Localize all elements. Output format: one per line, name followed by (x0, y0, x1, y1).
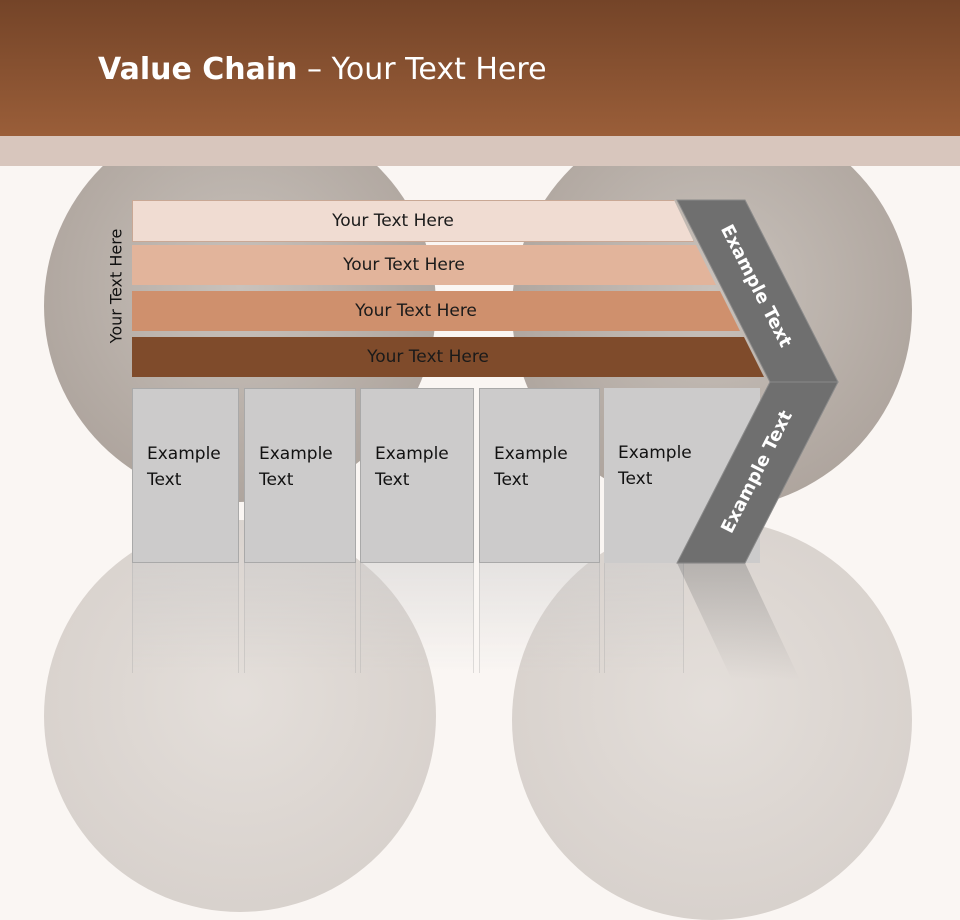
activity-box-1: Example Text (132, 388, 239, 563)
box-reflection-4 (479, 563, 600, 673)
row-3: Your Text Here (132, 291, 740, 331)
header-bar (0, 0, 960, 136)
box-4-line1: Example (494, 444, 568, 464)
box-reflection-3 (360, 563, 474, 673)
box-2-line1: Example (259, 444, 333, 464)
activity-box-3: Example Text (360, 388, 474, 563)
title-rest: – Your Text Here (297, 52, 547, 87)
row-4-label: Your Text Here (367, 347, 489, 367)
row-2-label: Your Text Here (343, 255, 465, 275)
box-3-line1: Example (375, 444, 449, 464)
header-band (0, 136, 960, 166)
box-2-line2: Text (259, 470, 294, 490)
box-reflection-1 (132, 563, 239, 673)
activity-box-5: Example Text (604, 388, 760, 563)
box-1-line2: Text (147, 470, 182, 490)
box-1-line1: Example (147, 444, 221, 464)
row-1: Your Text Here (132, 200, 694, 242)
box-5-line1: Example (618, 443, 692, 463)
row-3-label: Your Text Here (355, 301, 477, 321)
box-5-line2: Text (618, 469, 653, 489)
activity-box-2: Example Text (244, 388, 356, 563)
page-title: Value Chain – Your Text Here (98, 52, 547, 87)
box-3-line2: Text (375, 470, 410, 490)
row-1-label: Your Text Here (332, 211, 454, 231)
title-bold: Value Chain (98, 52, 298, 87)
box-reflection-2 (244, 563, 356, 673)
box-4-line2: Text (494, 470, 529, 490)
row-2: Your Text Here (132, 245, 716, 285)
box-reflection-5 (604, 563, 684, 673)
vertical-label: Your Text Here (106, 228, 126, 344)
row-4: Your Text Here (132, 337, 764, 377)
activity-box-4: Example Text (479, 388, 600, 563)
